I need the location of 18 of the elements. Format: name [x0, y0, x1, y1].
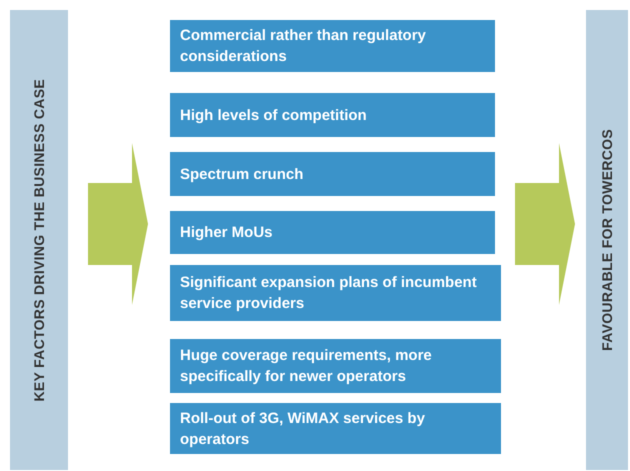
factor-text: Commercial rather than regulatory considerations — [180, 26, 427, 67]
factor-box — [170, 265, 501, 321]
factor-text: Huge coverage requirements, more specifically for newer operators — [180, 346, 433, 387]
factor-text: Spectrum crunch — [180, 164, 304, 184]
side-band — [10, 10, 68, 470]
factor-box — [170, 339, 501, 393]
side-band — [586, 10, 628, 470]
band-heading: FAVOURABLE FOR TOWERCOS — [599, 129, 615, 351]
factor-box — [170, 93, 495, 137]
factor-text: Higher MoUs — [180, 223, 273, 243]
factor-text: High levels of competition — [180, 106, 367, 126]
factor-box — [170, 20, 495, 72]
factor-box — [170, 152, 495, 196]
factor-text: Significant expansion plans of incumbent service providers — [180, 273, 478, 314]
factor-box — [170, 403, 501, 454]
factor-text: Roll-out of 3G, WiMAX services by operators — [180, 408, 426, 450]
band-heading: KEY FACTORS DRIVING THE BUSINESS CASE — [31, 78, 47, 402]
factor-box — [170, 211, 495, 254]
